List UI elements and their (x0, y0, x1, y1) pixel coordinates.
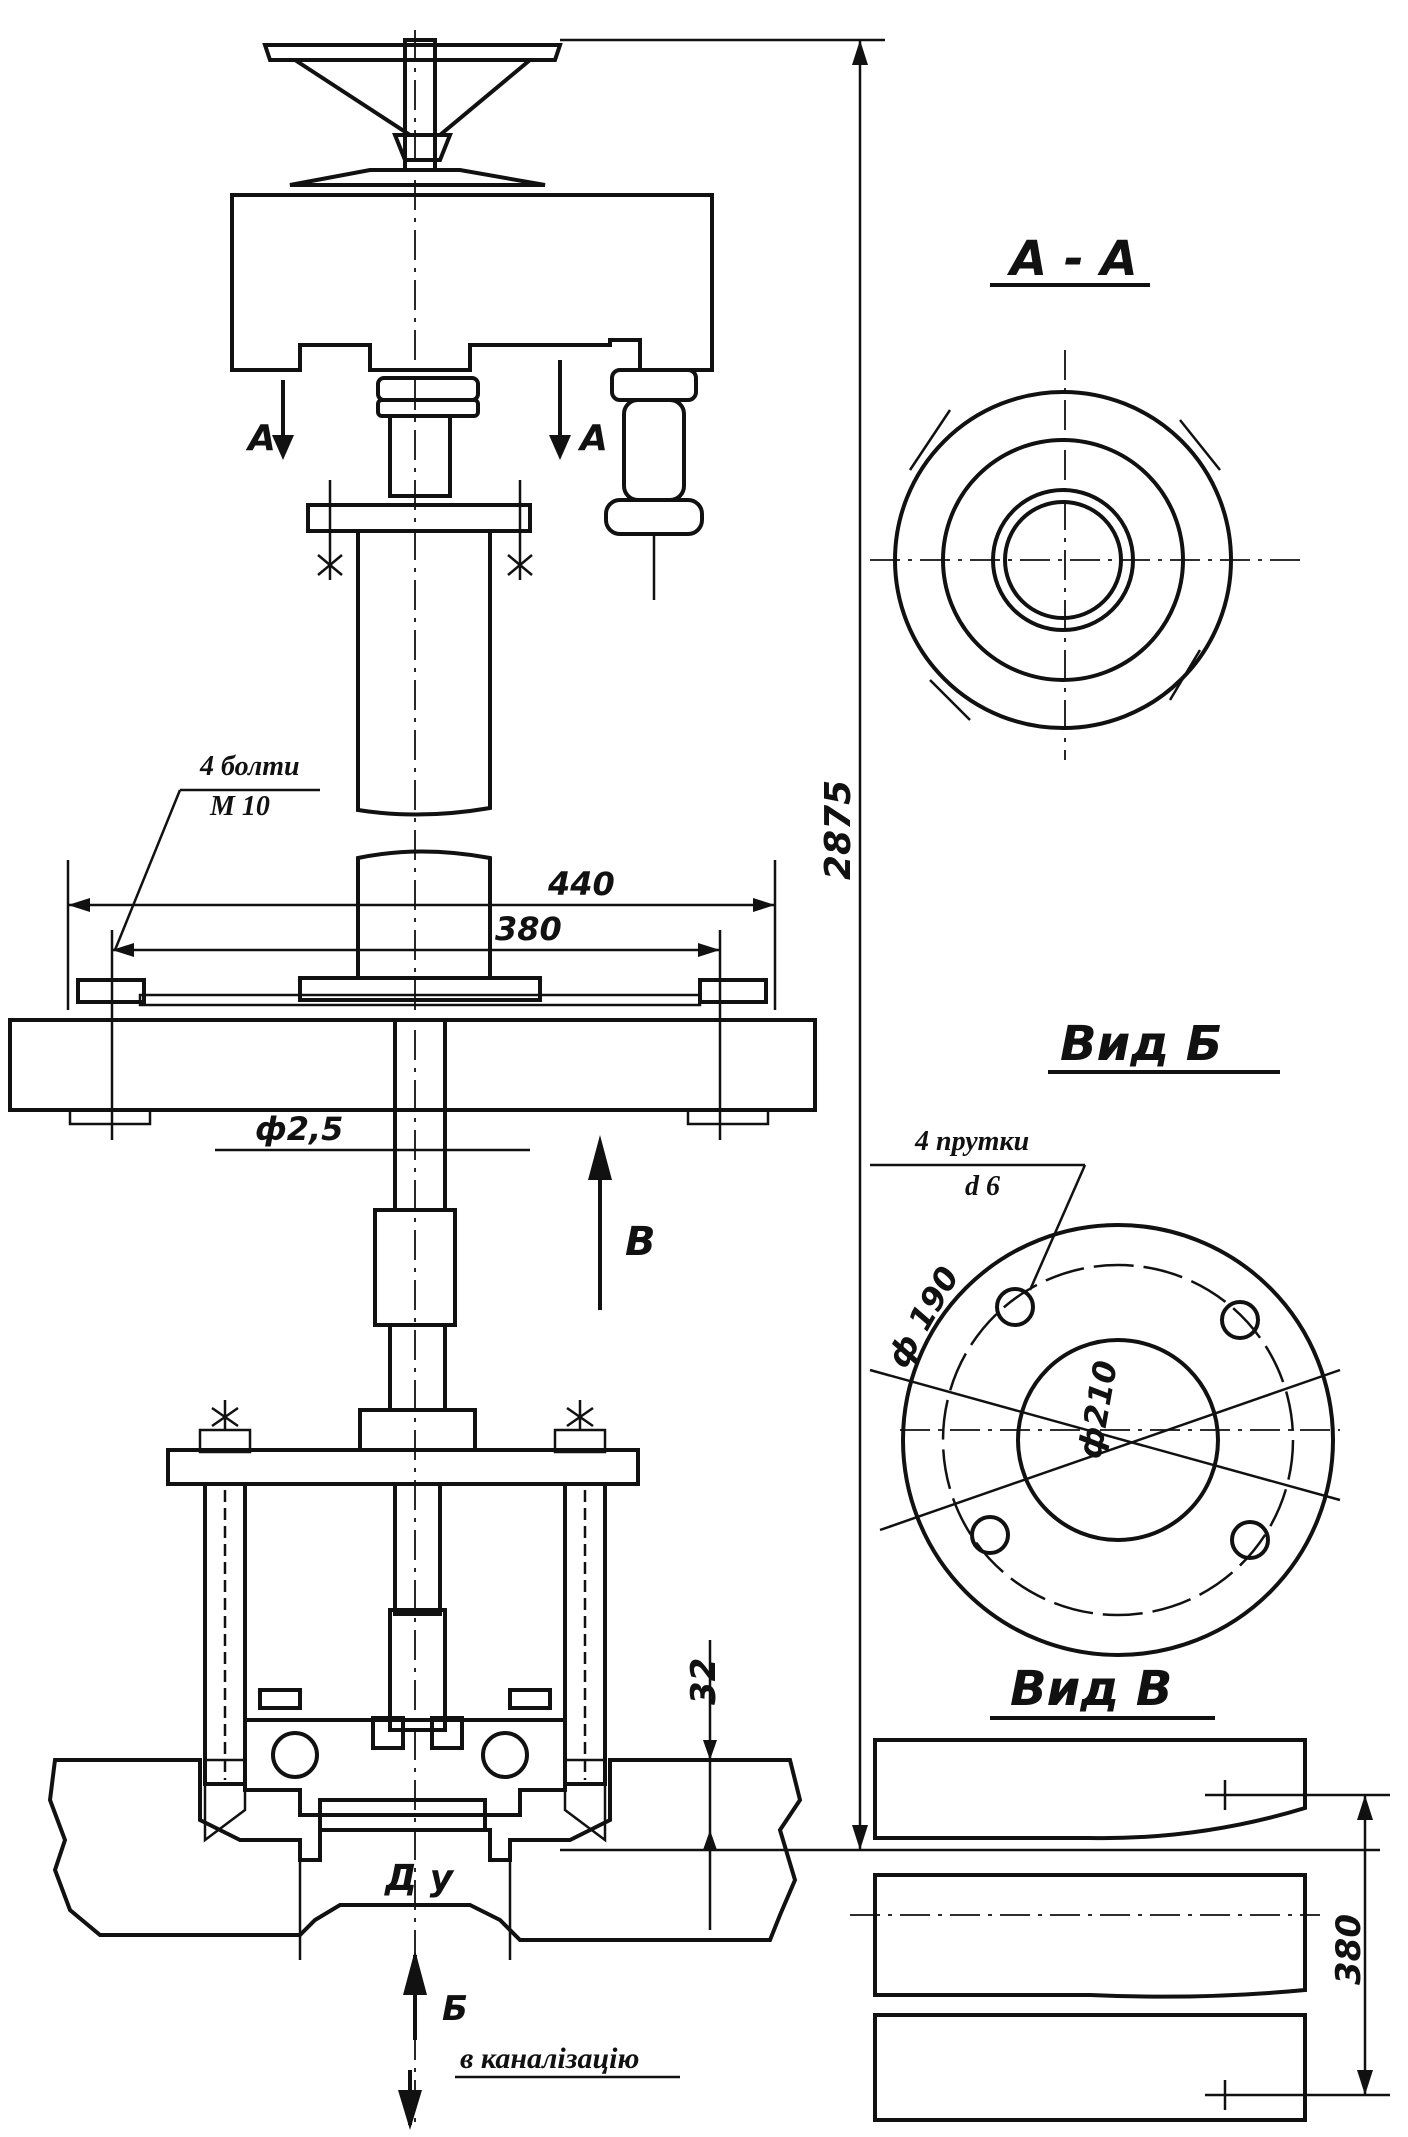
drive-housing (230, 168, 714, 372)
valve-body (243, 1608, 567, 1832)
dim-32: 32 (684, 1658, 724, 1705)
view-v: Вид В 380 (850, 1661, 1390, 2122)
sewer-callout: в каналізацію (398, 2042, 680, 2130)
view-b-title: Вид Б (1060, 1016, 1222, 1072)
handwheel (262, 38, 563, 172)
arrow-v: В (588, 1135, 656, 1310)
dim-pipe-dia: ф2,5 (255, 1110, 343, 1148)
sewer-label: в каналізацію (460, 2042, 639, 2075)
section-arrow-right: A (549, 360, 608, 460)
dim-190: ф 190 (879, 1260, 967, 1374)
bolts-label-line2: М 10 (209, 791, 270, 822)
overall-height-dimension: 2875 (560, 38, 1380, 1852)
section-aa: A - A (870, 231, 1300, 760)
upper-column (298, 529, 542, 1002)
section-aa-title: A - A (1006, 231, 1138, 287)
side-motor (604, 368, 704, 600)
floor-slab: Д у (47, 1758, 803, 1960)
drain-label: Д у (384, 1858, 455, 1899)
section-label-a-right: A (577, 418, 608, 459)
section-arrow-left: A (245, 380, 294, 460)
dim-440: 440 (547, 865, 615, 903)
rods-label-line1: 4 прутки (914, 1126, 1029, 1157)
dim-380: 380 (495, 910, 562, 948)
section-label-a-left: A (245, 418, 276, 459)
arrow-b-label: Б (442, 1989, 468, 2029)
depth-dimension: 32 (684, 1640, 724, 1930)
bolts-callout: 4 болти М 10 (113, 751, 320, 951)
arrow-v-label: В (625, 1219, 656, 1265)
lower-frame (166, 1400, 640, 1786)
coupling (376, 376, 480, 498)
lower-shaft (358, 1108, 477, 1452)
main-assembly: A A 440 380 4 болти М 10 (8, 30, 1380, 2130)
view-v-title: Вид В (1010, 1661, 1172, 1717)
pipe-dia-callout: ф2,5 (215, 1110, 530, 1152)
rods-label-line2: d 6 (965, 1171, 1000, 1202)
plate-dimensions: 440 380 (66, 860, 777, 1010)
view-b: Вид Б 4 прутки d 6 ф 190 ф210 (869, 1016, 1341, 1657)
dim-view-v-380: 380 (1329, 1914, 1369, 1985)
bolts-label-line1: 4 болти (199, 751, 300, 782)
dim-2875: 2875 (818, 780, 859, 880)
arrow-b: Б (403, 1950, 468, 2040)
dim-210: ф210 (1070, 1358, 1125, 1462)
